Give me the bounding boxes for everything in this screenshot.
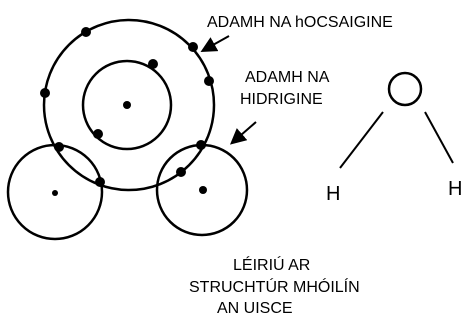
oxygen-outer-electron <box>176 167 186 177</box>
hydrogen-atom-left <box>6 143 104 241</box>
oxygen-outer-electron <box>40 88 50 98</box>
hydrogen-label-arrow <box>229 121 257 145</box>
oxygen-outer-shell <box>42 18 216 192</box>
molecule-sketch: H H <box>326 71 462 205</box>
hydrogen-left-nucleus <box>52 190 58 196</box>
oxygen-inner-shell <box>81 59 173 151</box>
hydrogen-atom-label-line1: ADAMH NA <box>245 69 330 86</box>
sketch-hydrogen-left: H <box>326 183 340 205</box>
hydrogen-right-nucleus <box>199 186 207 194</box>
caption-line2: STRUCHTÚR MHÓILÍN <box>189 277 360 296</box>
oxygen-outer-electron <box>54 142 64 152</box>
hydrogen-atom-label-line2: HIDRIGINE <box>240 91 323 108</box>
oxygen-outer-electron <box>204 76 214 86</box>
oxygen-inner-electron <box>93 129 103 139</box>
oxygen-inner-electron <box>148 59 158 69</box>
caption-line1: LÉIRIÚ AR <box>233 255 310 274</box>
sketch-oxygen-circle <box>387 71 423 107</box>
sketch-hydrogen-right: H <box>448 178 462 200</box>
oxygen-outer-electron <box>188 42 198 52</box>
caption-line3: AN UISCE <box>217 300 293 317</box>
sketch-bond-right <box>424 111 454 164</box>
hydrogen-atom-right <box>155 143 249 237</box>
oxygen-label-arrow <box>200 35 230 52</box>
oxygen-atom-label: ADAMH NA hOCSAIGINE <box>207 14 393 31</box>
hydrogen-left-shell <box>6 143 104 241</box>
oxygen-outer-electron <box>81 27 91 37</box>
hydrogen-right-shell <box>155 143 249 237</box>
sketch-bond-left <box>339 111 384 169</box>
oxygen-atom <box>40 18 216 192</box>
oxygen-nucleus <box>123 101 131 109</box>
